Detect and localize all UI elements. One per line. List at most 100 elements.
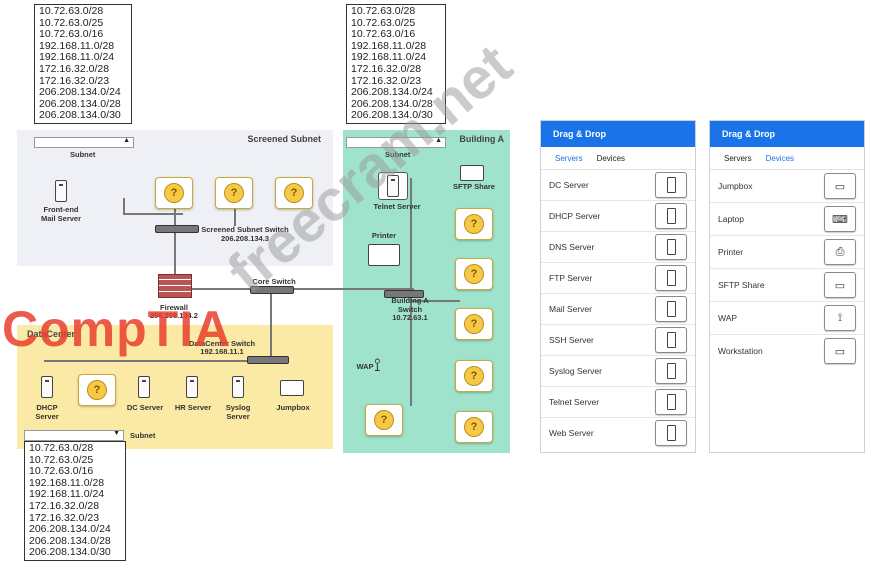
list-item[interactable]: Telnet Server xyxy=(541,387,695,418)
list-item[interactable]: DNS Server xyxy=(541,232,695,263)
subnet-option[interactable]: 10.72.63.0/25 xyxy=(29,453,94,466)
subnet-option[interactable]: 192.168.11.0/24 xyxy=(39,51,115,64)
printer-icon[interactable]: ⎙ xyxy=(824,239,856,265)
question-icon: ? xyxy=(87,380,107,400)
item-label: Mail Server xyxy=(549,304,592,314)
server-icon[interactable] xyxy=(655,265,687,291)
subnet-select-datacenter[interactable]: ▼ xyxy=(24,430,124,441)
panel-header: Drag & Drop xyxy=(710,121,864,147)
server-icon[interactable] xyxy=(655,358,687,384)
subnet-option[interactable]: 10.72.63.0/16 xyxy=(29,465,94,478)
subnet-option[interactable]: 192.168.11.0/28 xyxy=(29,476,105,489)
subnet-options-list-2[interactable]: 10.72.63.0/28 10.72.63.0/25 10.72.63.0/1… xyxy=(346,4,446,124)
server-icon[interactable] xyxy=(655,234,687,260)
laptop-icon[interactable]: ⌨ xyxy=(824,206,856,232)
subnet-option[interactable]: 172.16.32.0/23 xyxy=(39,74,110,87)
subnet-option[interactable]: 206.208.134.0/30 xyxy=(351,109,433,122)
screened-switch-ip: 206.208.134.3 xyxy=(221,234,269,243)
server-icon[interactable] xyxy=(655,327,687,353)
list-item[interactable]: SSH Server xyxy=(541,325,695,356)
item-label: Workstation xyxy=(718,346,763,356)
sftp-share-icon[interactable]: ▭ xyxy=(824,272,856,298)
subnet-option[interactable]: 206.208.134.0/28 xyxy=(29,534,111,547)
subnet-option[interactable]: 206.208.134.0/30 xyxy=(39,109,121,122)
list-item[interactable]: Printer ⎙ xyxy=(710,236,864,269)
drop-target[interactable]: ? xyxy=(455,411,493,443)
subnet-option[interactable]: 10.72.63.0/16 xyxy=(39,28,104,41)
drop-target[interactable]: ? xyxy=(365,404,403,436)
subnet-option[interactable]: 206.208.134.0/24 xyxy=(29,523,111,536)
item-label: DHCP Server xyxy=(549,211,601,221)
item-label: Printer xyxy=(718,247,744,257)
subnet-option[interactable]: 206.208.134.0/30 xyxy=(29,546,111,559)
item-label: Telnet Server xyxy=(549,397,600,407)
subnet-option[interactable]: 10.72.63.0/25 xyxy=(351,16,416,29)
subnet-option[interactable]: 172.16.32.0/28 xyxy=(351,62,422,75)
subnet-option[interactable]: 192.168.11.0/24 xyxy=(351,51,427,64)
server-icon[interactable] xyxy=(655,389,687,415)
list-item[interactable]: FTP Server xyxy=(541,263,695,294)
list-item[interactable]: DHCP Server xyxy=(541,201,695,232)
wap-icon[interactable]: ⟟ xyxy=(824,305,856,331)
server-icon xyxy=(186,376,198,398)
subnet-select-screened[interactable]: ▲ xyxy=(34,137,134,148)
subnet-option[interactable]: 206.208.134.0/28 xyxy=(39,97,121,110)
subnet-option[interactable]: 172.16.32.0/23 xyxy=(29,511,100,524)
subnet-option[interactable]: 206.208.134.0/24 xyxy=(351,86,433,99)
list-item[interactable]: Laptop⌨ xyxy=(710,203,864,236)
list-item[interactable]: Workstation ▭ xyxy=(710,335,864,367)
subnet-options-list-1[interactable]: 10.72.63.0/28 10.72.63.0/25 10.72.63.0/1… xyxy=(34,4,132,124)
subnet-option[interactable]: 172.16.32.0/28 xyxy=(29,499,100,512)
drop-target[interactable]: ? xyxy=(215,177,253,209)
server-icon[interactable] xyxy=(655,172,687,198)
drop-target[interactable]: ? xyxy=(455,360,493,392)
panel-header: Drag & Drop xyxy=(541,121,695,147)
subnet-option[interactable]: 10.72.63.0/28 xyxy=(351,5,416,17)
workstation-icon[interactable]: ▭ xyxy=(824,338,856,364)
subnet-option[interactable]: 192.168.11.0/24 xyxy=(29,488,105,501)
server-icon xyxy=(41,376,53,398)
sftp-share-icon xyxy=(460,165,484,181)
item-label: SSH Server xyxy=(549,335,594,345)
server-icon[interactable] xyxy=(655,296,687,322)
subnet-option[interactable]: 206.208.134.0/28 xyxy=(351,97,433,110)
subnet-option[interactable]: 10.72.63.0/16 xyxy=(351,28,416,41)
subnet-option[interactable]: 172.16.32.0/23 xyxy=(351,74,422,87)
subnet-option[interactable]: 172.16.32.0/28 xyxy=(39,62,110,75)
question-icon: ? xyxy=(464,366,484,386)
link-line xyxy=(44,360,289,362)
server-icon[interactable] xyxy=(655,420,687,446)
drop-target[interactable]: ? xyxy=(155,177,193,209)
tab-servers[interactable]: Servers xyxy=(724,153,752,163)
question-icon: ? xyxy=(464,314,484,334)
subnet-option[interactable]: 10.72.63.0/28 xyxy=(39,5,104,17)
subnet-option[interactable]: 192.168.11.0/28 xyxy=(351,39,427,52)
drop-target[interactable]: ? xyxy=(455,308,493,340)
list-item[interactable]: Web Server xyxy=(541,418,695,448)
jumpbox-icon[interactable]: ▭ xyxy=(824,173,856,199)
subnet-select-building-a[interactable]: ▲ xyxy=(346,137,446,148)
server-icon[interactable] xyxy=(655,203,687,229)
item-label: FTP Server xyxy=(549,273,593,283)
tab-servers[interactable]: Servers xyxy=(555,153,583,163)
list-item[interactable]: Mail Server xyxy=(541,294,695,325)
list-item[interactable]: WAP⟟ xyxy=(710,302,864,335)
drop-target[interactable]: ? xyxy=(455,258,493,290)
list-item[interactable]: DC Server xyxy=(541,170,695,201)
list-item[interactable]: Jumpbox▭ xyxy=(710,170,864,203)
subnet-option[interactable]: 10.72.63.0/28 xyxy=(29,442,94,454)
subnet-options-list-3[interactable]: 10.72.63.0/28 10.72.63.0/25 10.72.63.0/1… xyxy=(24,441,126,561)
tab-devices[interactable]: Devices xyxy=(765,153,795,163)
subnet-label: Subnet xyxy=(70,150,96,159)
subnet-label: Subnet xyxy=(385,150,411,159)
list-item[interactable]: Syslog Server xyxy=(541,356,695,387)
list-item[interactable]: SFTP Share▭ xyxy=(710,269,864,302)
subnet-option[interactable]: 10.72.63.0/25 xyxy=(39,16,104,29)
subnet-option[interactable]: 206.208.134.0/24 xyxy=(39,86,121,99)
datacenter-title: DataCenter xyxy=(27,329,76,339)
drop-target[interactable]: ? xyxy=(455,208,493,240)
subnet-option[interactable]: 192.168.11.0/28 xyxy=(39,39,115,52)
drop-target[interactable]: ? xyxy=(78,374,116,406)
tab-devices[interactable]: Devices xyxy=(596,153,626,163)
drop-target[interactable]: ? xyxy=(275,177,313,209)
